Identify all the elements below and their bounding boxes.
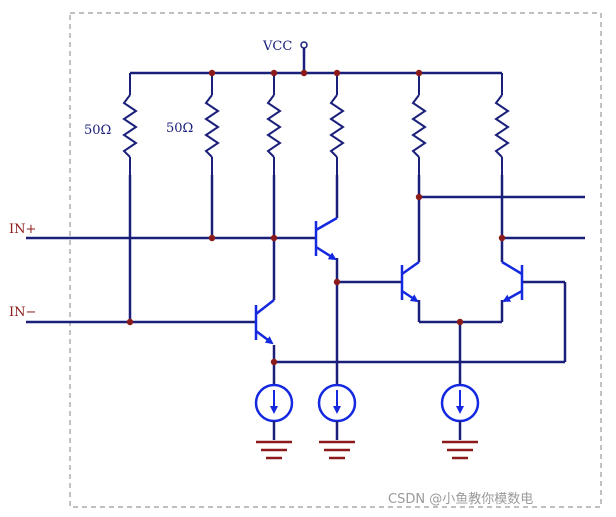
ground-1 (256, 440, 292, 460)
resistor-r2-label: 50Ω (166, 121, 193, 136)
current-source-2 (317, 383, 357, 440)
watermark: CSDN @小鱼教你模数电 (388, 491, 533, 507)
ground-3 (442, 440, 478, 460)
resistor-r1 (122, 73, 138, 175)
resistor-r6 (494, 73, 510, 175)
in-plus-label: IN+ (9, 222, 36, 237)
resistor-r2 (204, 73, 220, 175)
transistor-q3 (400, 260, 420, 303)
diagram-border (69, 12, 602, 508)
current-source-3 (440, 383, 480, 440)
wiring (26, 175, 585, 385)
transistor-q1 (254, 299, 275, 345)
vcc-label: VCC (262, 39, 292, 54)
current-source-1 (254, 383, 294, 440)
in-minus-label: IN− (9, 305, 36, 320)
resistor-r1-label: 50Ω (84, 123, 111, 138)
ground-2 (319, 440, 355, 460)
resistor-r3 (266, 73, 282, 175)
resistor-r4 (329, 73, 345, 175)
transistor-q4 (501, 260, 524, 303)
transistor-q2 (314, 216, 338, 261)
junction-nodes (126, 69, 506, 366)
resistor-r5 (411, 73, 427, 175)
vcc-terminal: VCC (262, 39, 308, 73)
